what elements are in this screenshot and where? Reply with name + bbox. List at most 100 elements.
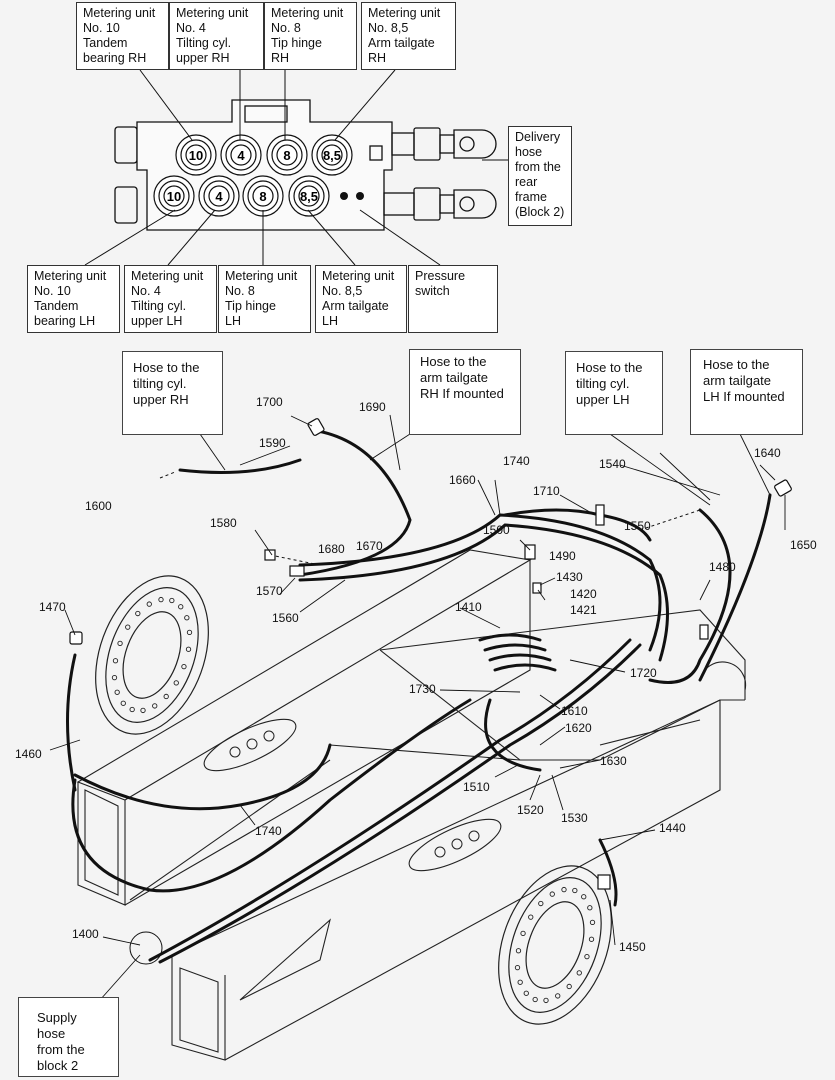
wheel-bolt-hole <box>184 615 190 621</box>
wheel-bolt-hole <box>140 707 146 714</box>
metering-unit-ring <box>198 175 240 217</box>
part-number: 1720 <box>630 666 657 680</box>
wheel-bolt-hole <box>173 680 179 686</box>
callout-hose-arm-lh: Hose to the arm tailgate LH If mounted <box>690 349 803 435</box>
metering-unit-number: 4 <box>215 189 223 204</box>
wheel-bolt-hole <box>146 601 152 607</box>
label-pressure-switch: Pressure switch <box>408 265 498 333</box>
label-metering-85-lh: Metering unit No. 8,5 Arm tailgate LH <box>315 265 407 333</box>
wheel-bolt-hole <box>566 983 572 990</box>
part-number: 1690 <box>359 400 386 414</box>
label-metering-4-rh: Metering unit No. 4 Tilting cyl. upper R… <box>169 2 264 70</box>
wheel-bolt-hole <box>114 689 120 695</box>
wheel-bolt-hole <box>158 596 164 603</box>
metering-unit-ring <box>298 185 320 207</box>
wheel-bolt-hole <box>186 629 193 636</box>
part-number: 1650 <box>790 538 817 552</box>
wheel-bolt-hole <box>117 640 123 647</box>
part-number: 1590 <box>259 436 286 450</box>
part-number: 1400 <box>72 927 99 941</box>
metering-unit-ring <box>316 139 348 171</box>
metering-unit-ring <box>276 144 298 166</box>
label-metering-85-rh: Metering unit No. 8,5 Arm tailgate RH <box>361 2 456 70</box>
callout-hose-tilting-rh: Hose to the tilting cyl. upper RH <box>122 351 223 435</box>
part-number: 1660 <box>449 473 476 487</box>
metering-unit-number: 8,5 <box>323 148 341 163</box>
metering-unit-ring <box>153 175 195 217</box>
metering-unit-ring <box>252 185 274 207</box>
wheel-bolt-holes <box>111 596 596 1004</box>
metering-unit-number: 8 <box>283 148 290 163</box>
callout-hose-tilting-lh: Hose to the tilting cyl. upper LH <box>565 351 663 435</box>
callout-supply-hose: Supply hose from the block 2 <box>18 997 119 1077</box>
label-metering-10-rh: Metering unit No. 10 Tandem bearing RH <box>76 2 169 70</box>
wheel-bolt-hole <box>523 990 529 996</box>
part-number: 1570 <box>256 584 283 598</box>
wheel-bolt-hole <box>129 706 135 713</box>
wheel-bolt-hole <box>543 997 549 1004</box>
metering-unit-number: 8 <box>259 189 266 204</box>
metering-unit-ring <box>225 139 257 171</box>
wheel-bolt-hole <box>169 597 175 604</box>
top-label-leaders <box>139 69 396 141</box>
wheel-bolt-hole <box>589 919 596 926</box>
wheel-bolt-hole <box>517 979 523 985</box>
label-delivery-hose: Delivery hose from the rear frame (Block… <box>508 126 572 226</box>
part-number: 1490 <box>549 549 576 563</box>
part-number: 1640 <box>754 446 781 460</box>
metering-unit-ring <box>271 139 303 171</box>
wheel-bolt-hole <box>514 964 521 971</box>
part-number: 1700 <box>256 395 283 409</box>
part-number: 1670 <box>356 539 383 553</box>
wheel-bolt-hole <box>135 610 141 617</box>
metering-unit-ring <box>208 185 230 207</box>
leader-lines <box>49 414 786 1001</box>
label-metering-4-lh: Metering unit No. 4 Tilting cyl. upper L… <box>124 265 217 333</box>
fittings <box>69 418 792 890</box>
label-metering-10-lh: Metering unit No. 10 Tandem bearing LH <box>27 265 120 333</box>
part-number: 1530 <box>561 811 588 825</box>
metering-unit-circles: 10 4 8 8,5 10 4 8 8,5 <box>153 134 364 217</box>
metering-unit-ring <box>266 134 308 176</box>
wheel-left <box>95 575 209 735</box>
wheel-bolt-hole <box>561 886 567 893</box>
wheel-right <box>498 865 612 1025</box>
part-number: 1540 <box>599 457 626 471</box>
metering-unit-number: 8,5 <box>300 189 318 204</box>
metering-unit-ring <box>311 134 353 176</box>
wheel-bolt-hole <box>520 930 526 937</box>
metering-unit-ring <box>288 175 330 217</box>
metering-unit-number: 4 <box>237 148 245 163</box>
part-number: 1520 <box>517 803 544 817</box>
wheel-bolt-hole <box>572 887 578 894</box>
part-number: 1500 <box>483 523 510 537</box>
wheel-bolt-hole <box>588 936 595 942</box>
wheel-bolt-hole <box>587 905 593 911</box>
supply-hose-marker <box>129 931 163 965</box>
frame <box>76 549 747 1061</box>
wheel-bolt-hole <box>576 970 582 976</box>
wheel-bolt-hole <box>532 996 538 1003</box>
part-number: 1630 <box>600 754 627 768</box>
metering-unit-ring <box>163 185 185 207</box>
part-number: 1560 <box>272 611 299 625</box>
metering-unit-number: 10 <box>167 189 181 204</box>
part-number: 1430 <box>556 570 583 584</box>
part-number: 1620 <box>565 721 592 735</box>
bottom-label-leaders <box>84 209 441 266</box>
wheel-bolt-hole <box>538 900 544 907</box>
part-number: 1730 <box>409 682 436 696</box>
part-number: 1420 <box>570 587 597 601</box>
metering-unit-number: 10 <box>189 148 203 163</box>
wheel-bolt-hole <box>515 948 522 954</box>
part-number: 1421 <box>570 603 597 617</box>
wheel-bolt-hole <box>125 624 131 630</box>
callout-hose-arm-rh: Hose to the arm tailgate RH If mounted <box>409 349 521 435</box>
wheel-bolt-hole <box>111 674 118 681</box>
wheel-bolt-hole <box>185 646 192 652</box>
label-metering-8-rh: Metering unit No. 8 Tip hinge RH <box>264 2 357 70</box>
part-number: 1550 <box>624 519 651 533</box>
part-number: 1410 <box>455 600 482 614</box>
